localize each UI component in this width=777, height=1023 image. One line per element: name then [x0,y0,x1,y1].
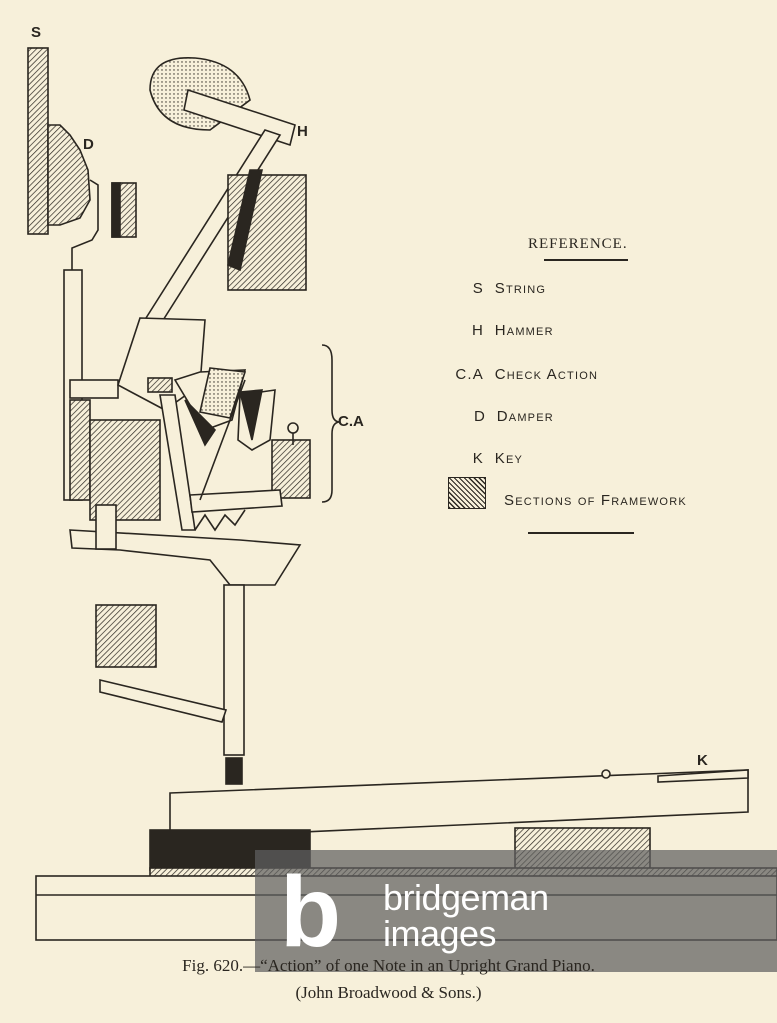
divider [544,259,628,261]
legend-item: Sections of Framework [504,492,687,509]
figure-credit: (John Broadwood & Sons.) [295,983,482,1002]
legend-item: K Key [472,450,524,467]
watermark-text: bridgeman [383,877,549,918]
label-hammer: H [297,123,308,140]
main-rail [89,419,161,521]
legend-item: D Damper [473,408,554,425]
legend-item: S String [472,280,547,297]
string [27,47,49,235]
label-string: S [31,24,42,41]
damper [47,124,91,226]
key [169,769,749,839]
watermark-logo: b [280,856,342,968]
lower-frame-block [95,604,157,668]
label-check-action: C.A [338,413,364,430]
label-damper: D [83,136,94,153]
watermark-text: images [383,913,497,954]
framework-hatch-swatch [448,477,486,509]
figure-caption: Fig. 620.—“Action” of one Note in an Upr… [182,956,595,975]
legend-item: C.A Check Action [455,366,599,383]
legend-item: H Hammer [471,322,554,339]
watermark: b bridgeman images [255,850,777,972]
divider [528,532,634,534]
reference-title: REFERENCE. [528,236,628,252]
label-key: K [697,752,708,769]
